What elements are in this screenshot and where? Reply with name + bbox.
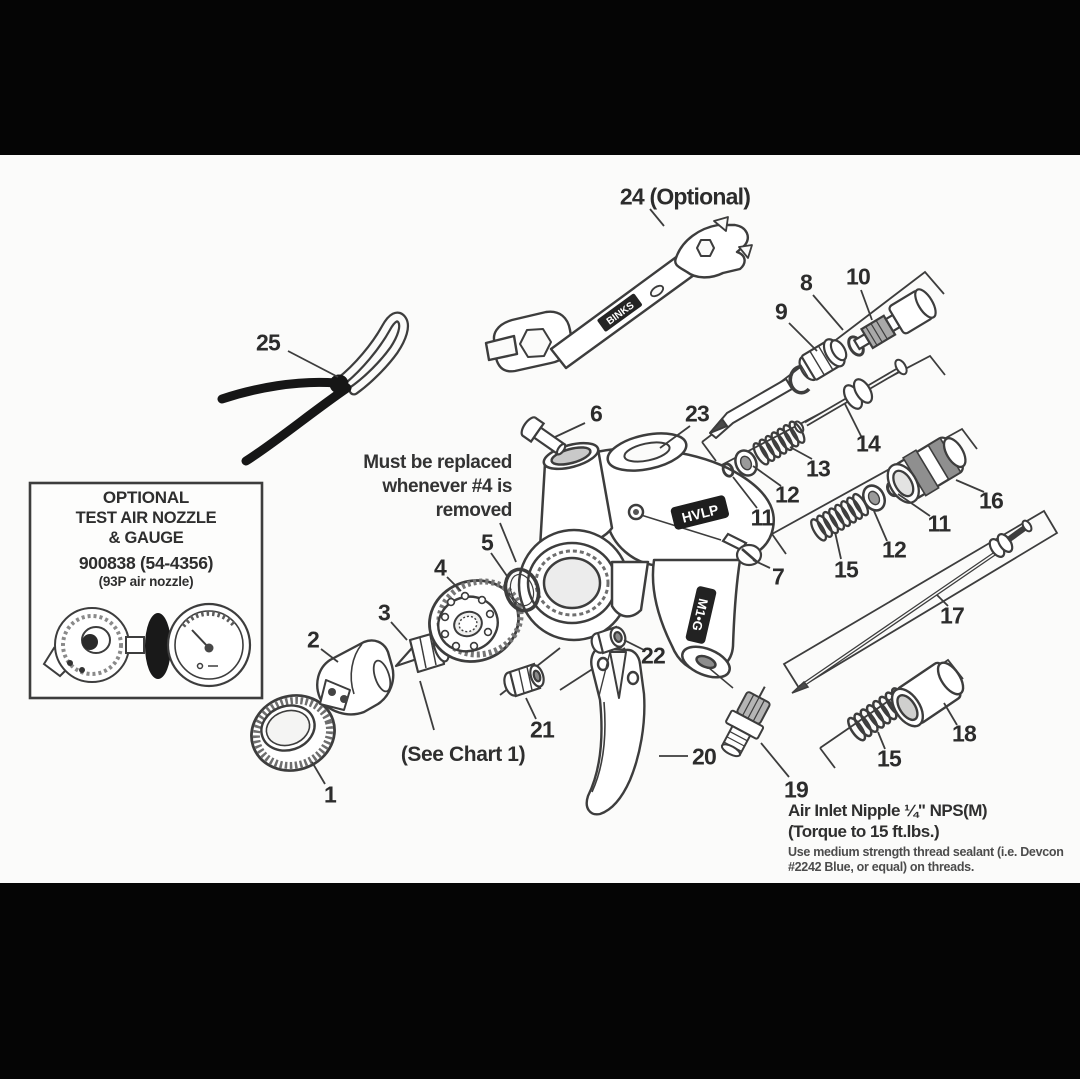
o-ring-part11a <box>721 462 735 478</box>
hanger-hook <box>217 311 410 466</box>
test-air-nozzle-drawing <box>42 607 145 683</box>
spanner-wrench: BINKS <box>484 216 753 373</box>
plug-part21 <box>503 662 545 698</box>
packing-nut-part9 <box>798 338 848 382</box>
grip-model-badge: M1•G <box>685 586 717 644</box>
adjusting-screw-part10 <box>852 288 937 351</box>
nut-part22 <box>590 625 627 655</box>
optional-kit-box <box>28 481 264 700</box>
air-inlet-nipple-part19 <box>720 686 771 758</box>
valve-cup-part18 <box>890 661 965 728</box>
air-valve-part16 <box>886 436 967 504</box>
o-ring-part5 <box>503 567 541 613</box>
retaining-ring-part1 <box>250 694 336 772</box>
spring-part13 <box>749 418 809 468</box>
air-nozzle-part2 <box>316 639 395 716</box>
svg-text:M1•G: M1•G <box>689 597 711 632</box>
top-ring-bore <box>623 441 671 463</box>
baffle-part4 <box>428 578 524 663</box>
packing-washer-part12a <box>734 449 758 477</box>
spring-part15a <box>807 490 872 544</box>
pressure-gauge-drawing <box>166 602 252 688</box>
washer-part12b <box>862 484 886 512</box>
gauge-gasket-drawing <box>145 613 171 679</box>
fluid-needle-part17 <box>791 519 1033 694</box>
trigger <box>585 646 646 816</box>
screw-part6 <box>520 416 567 456</box>
leader-lines <box>287 208 985 785</box>
